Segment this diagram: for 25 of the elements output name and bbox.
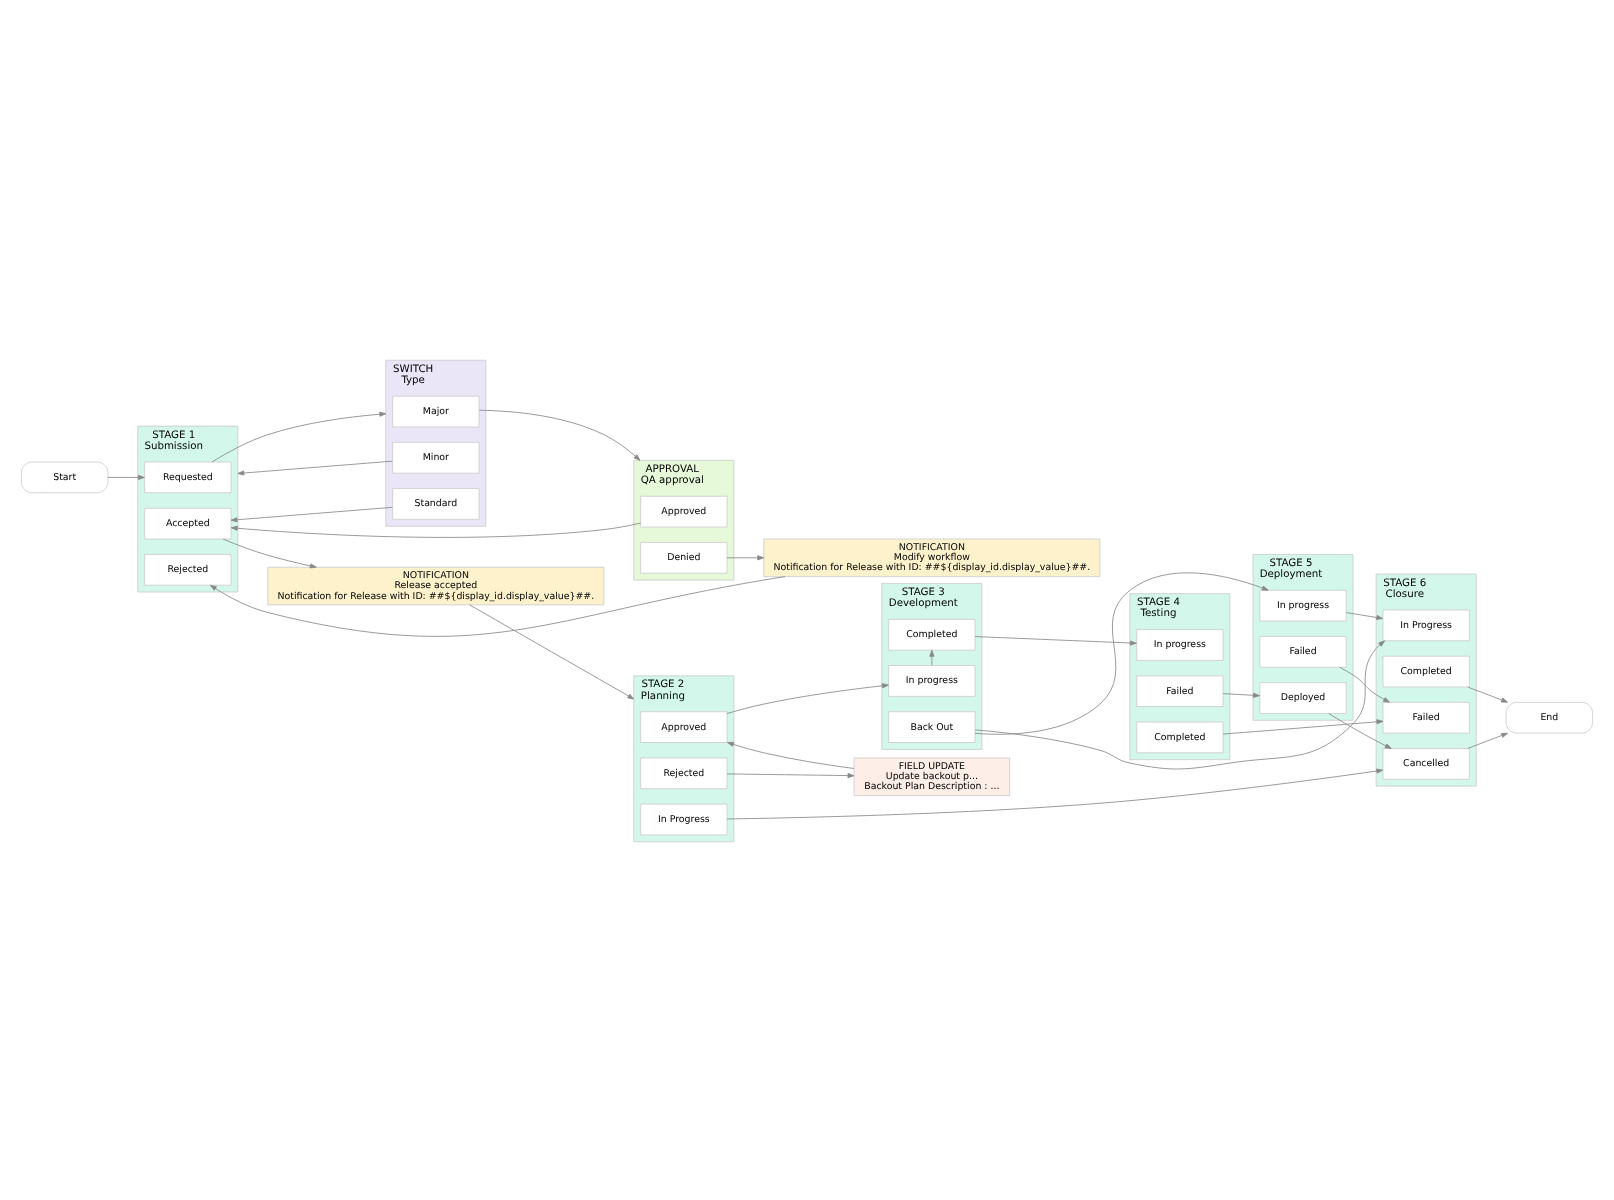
arrow: [726, 772, 855, 778]
arrow: [469, 603, 635, 699]
arrow: [478, 408, 641, 460]
arrow: [1222, 691, 1260, 697]
arrow: [1467, 685, 1508, 702]
arrow: [222, 537, 317, 568]
arrow: [237, 459, 393, 475]
arrow: [1222, 718, 1384, 734]
arrow: [974, 571, 1269, 734]
arrow: [230, 521, 642, 537]
arrow: [107, 473, 145, 479]
arrow: [209, 575, 786, 636]
arrow: [974, 639, 1386, 769]
arrow: [727, 740, 855, 768]
arrow: [726, 554, 765, 560]
arrow: [726, 682, 889, 713]
arrow: [929, 648, 935, 665]
arrow: [1467, 731, 1508, 748]
arrow: [230, 505, 393, 522]
arrow: [726, 767, 1384, 819]
arrow: [1345, 611, 1384, 619]
arrow: [1328, 712, 1392, 748]
arrow: [974, 635, 1137, 645]
arrow: [1339, 665, 1390, 702]
arrow: [211, 410, 387, 462]
